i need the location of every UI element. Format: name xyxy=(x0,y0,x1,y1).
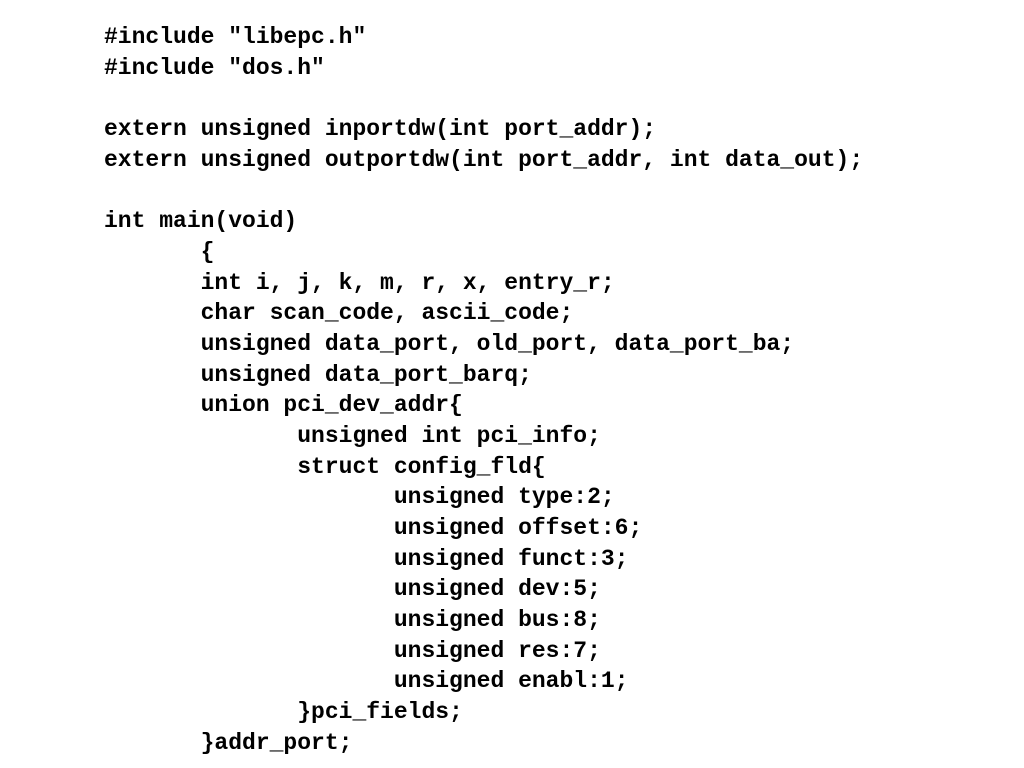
code-line: extern unsigned outportdw(int port_addr,… xyxy=(104,146,864,173)
code-line: unsigned int pci_info; xyxy=(104,422,601,449)
code-line: unsigned res:7; xyxy=(104,637,601,664)
code-line: unsigned bus:8; xyxy=(104,607,601,634)
code-line: union pci_dev_addr{ xyxy=(104,392,463,419)
code-line xyxy=(104,175,863,206)
code-line: unsigned data_port_barq; xyxy=(104,361,532,388)
code-line xyxy=(104,83,863,114)
code-line: char scan_code, ascii_code; xyxy=(104,300,574,327)
code-line: unsigned dev:5; xyxy=(104,576,601,603)
code-line: extern unsigned inportdw(int port_addr); xyxy=(104,116,657,143)
code-line: int i, j, k, m, r, x, entry_r; xyxy=(104,269,615,296)
code-line: unsigned enabl:1; xyxy=(104,668,629,695)
code-line: struct config_fld{ xyxy=(104,453,546,480)
code-line: unsigned data_port, old_port, data_port_… xyxy=(104,330,795,357)
code-line: unsigned funct:3; xyxy=(104,545,629,572)
code-line: unsigned offset:6; xyxy=(104,515,643,541)
code-listing: #include "libepc.h" #include "dos.h" exter… xyxy=(104,22,863,759)
code-line: int main(void) xyxy=(104,208,298,235)
code-line: unsigned type:2; xyxy=(104,484,615,511)
code-line: #include "dos.h" xyxy=(104,54,325,81)
code-line: }pci_fields; xyxy=(104,699,463,726)
code-line: }addr_port; xyxy=(104,729,353,756)
code-line: { xyxy=(104,238,215,265)
code-line: #include "libepc.h" xyxy=(104,24,367,50)
